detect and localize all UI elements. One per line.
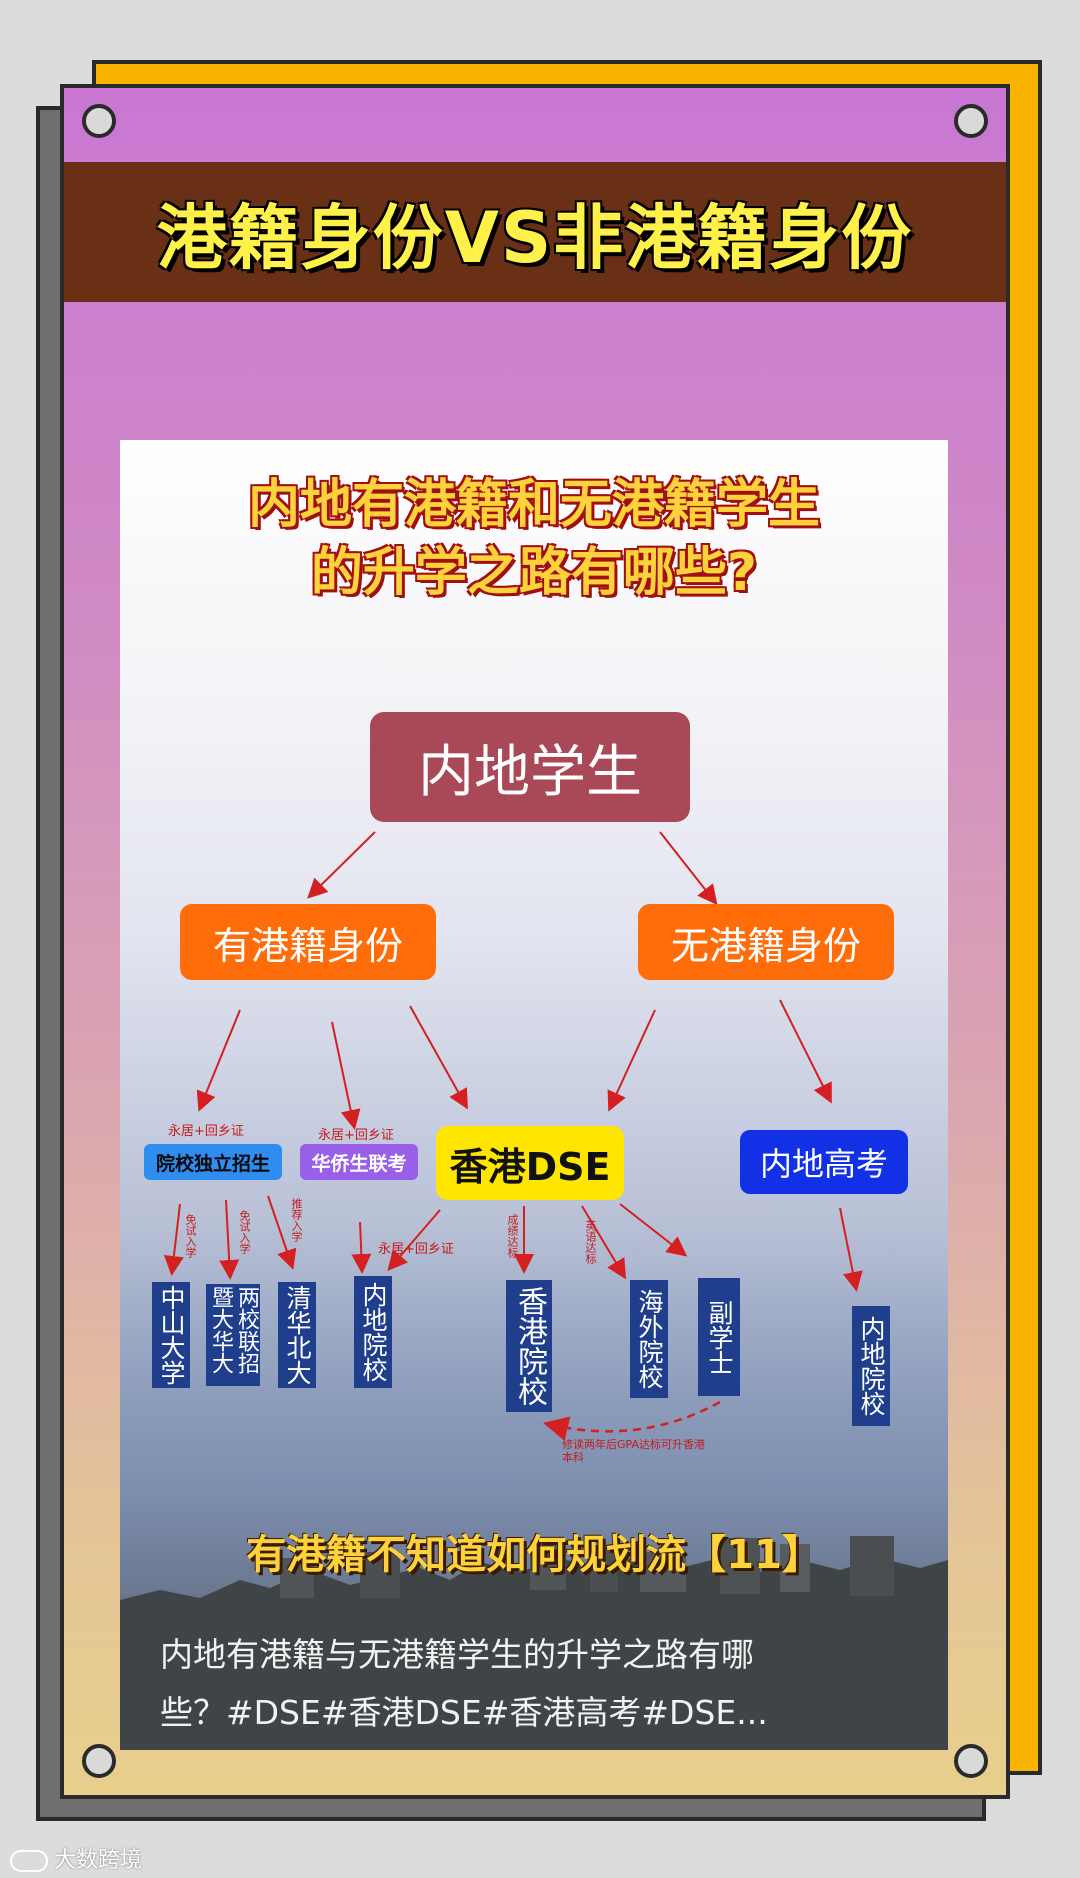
question-title-line2: 的升学之路有哪些? <box>310 543 758 603</box>
note-english: 英语达标 <box>584 1220 597 1264</box>
node-hk-identity: 有港籍身份 <box>180 904 436 980</box>
hole-top-left <box>82 104 116 138</box>
dest-tsinghua-peking: 清华北大 <box>278 1282 316 1388</box>
watermark: 大数跨境 <box>10 1842 142 1874</box>
city-skyline <box>120 1536 948 1750</box>
note-gpa-upgrade: 修读两年后GPA达标可升香港本科 <box>562 1438 705 1464</box>
req-label-independent: 永居+回乡证 <box>168 1124 244 1139</box>
hole-bottom-left <box>82 1744 116 1778</box>
note-recommend: 推荐入学 <box>290 1198 303 1242</box>
watermark-text: 大数跨境 <box>54 1848 143 1873</box>
dest-mainland-1: 内地院校 <box>354 1276 392 1388</box>
dest-jinan-col1: 暨大华大 <box>208 1286 233 1374</box>
dest-hk-institutions: 香港院校 <box>506 1280 552 1412</box>
node-hk-dse: 香港DSE <box>436 1126 624 1200</box>
note-score: 成绩达标 <box>506 1214 519 1258</box>
dest-zhongshan: 中山大学 <box>152 1282 190 1388</box>
caption-line-1: 内地有港籍与无港籍学生的升学之路有哪 <box>160 1635 754 1674</box>
dest-associate-degree: 副学士 <box>698 1278 740 1396</box>
note-exempt-1: 免试入学 <box>184 1214 197 1258</box>
node-mainland-students: 内地学生 <box>370 712 690 822</box>
req-label-overseas: 永居+回乡证 <box>318 1128 394 1143</box>
page-title: 港籍身份VS非港籍身份 <box>156 196 914 279</box>
dest-overseas-institutions: 海外院校 <box>630 1280 668 1398</box>
footer-title: 有港籍不知道如何规划流【11】 <box>246 1532 822 1578</box>
note-exempt-2: 免试入学 <box>238 1210 251 1254</box>
watermark-logo-icon <box>10 1850 48 1872</box>
caption-line-2: 些？#DSE#香港DSE#香港高考#DSE... <box>160 1693 768 1732</box>
dest-jinan-huaqiao: 暨大华大 两校联招 <box>206 1284 260 1386</box>
question-title-line1: 内地有港籍和无港籍学生 <box>247 475 820 535</box>
node-gaokao: 内地高考 <box>740 1130 908 1194</box>
node-overseas-exam: 华侨生联考 <box>300 1144 418 1180</box>
hole-top-right <box>954 104 988 138</box>
node-independent-admission: 院校独立招生 <box>144 1144 282 1180</box>
hole-bottom-right <box>954 1744 988 1778</box>
dest-jinan-col2: 两校联招 <box>234 1286 259 1374</box>
req-label-dse-mainland: 永居+回乡证 <box>378 1242 454 1257</box>
poster-photo <box>120 440 948 1750</box>
node-non-hk-identity: 无港籍身份 <box>638 904 894 980</box>
title-banner <box>64 162 1006 302</box>
dest-mainland-2: 内地院校 <box>852 1306 890 1426</box>
